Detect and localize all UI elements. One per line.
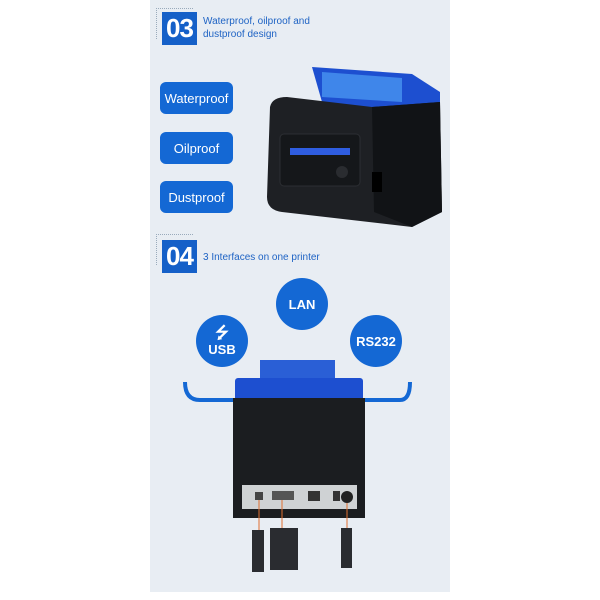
product-panel: 03 Waterproof, oilproof and dustproof des… — [150, 0, 450, 592]
section3-title-line2: dustproof design — [203, 29, 277, 40]
dotted-frame — [156, 8, 193, 39]
usb-icon: ⭍ — [215, 324, 229, 342]
feature-oilproof: Oilproof — [160, 132, 233, 164]
section3-title-line1: Waterproof, oilproof and — [203, 16, 310, 27]
usb-label: USB — [208, 341, 236, 357]
section-number-badge: 03 — [162, 12, 197, 45]
dotted-frame — [156, 234, 193, 265]
rs232-interface-badge: RS232 — [350, 315, 402, 367]
usb-interface-badge: ⭍USB — [196, 315, 248, 367]
section4-title: 3 Interfaces on one printer — [203, 252, 320, 263]
lan-interface-badge: LAN — [276, 278, 328, 330]
printer-rear-image — [183, 360, 412, 572]
lan-label: LAN — [288, 296, 316, 312]
rs232-label: RS232 — [356, 333, 396, 349]
printer-front-image — [267, 67, 442, 227]
feature-dustproof: Dustproof — [160, 181, 233, 213]
section-number-badge: 04 — [162, 240, 197, 273]
section3-title: Waterproof, oilproof and dustproof design — [203, 15, 310, 41]
feature-waterproof: Waterproof — [160, 82, 233, 114]
